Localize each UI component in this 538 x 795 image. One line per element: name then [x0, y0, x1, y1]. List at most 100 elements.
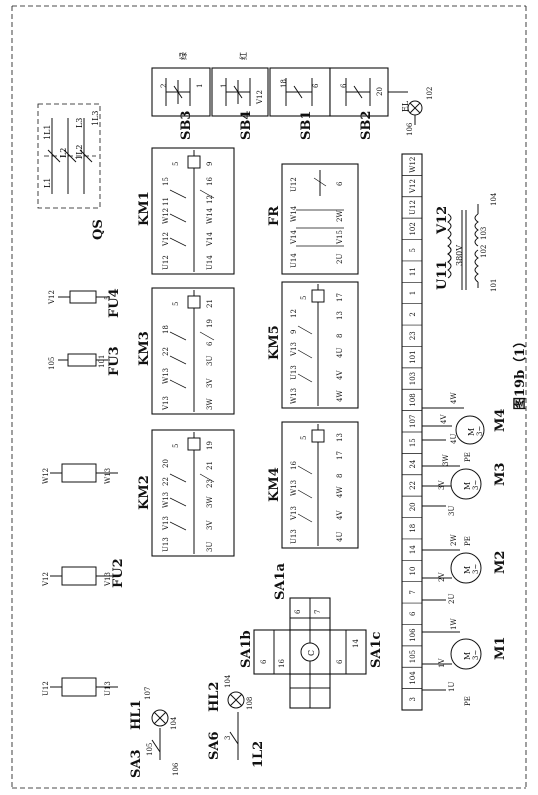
el-label: EL [401, 100, 410, 112]
sa6-num-b: 1L2 [251, 741, 266, 768]
fu4-label: FU4 [107, 288, 122, 318]
km1-b4: 16 [206, 177, 214, 186]
dashed-frame [11, 5, 527, 789]
terminal-13: 15 [409, 438, 417, 447]
terminal-25: 3 [409, 697, 417, 701]
km1-t4: 15 [162, 177, 170, 186]
m2-phase-1: 2V [438, 572, 446, 582]
terminal-20: 7 [409, 590, 417, 594]
motor-m1: M 3~ 1W 1V 1U PE M1 [422, 618, 508, 706]
terminal-6: 1 [409, 291, 417, 295]
hl2-num-a: 104 [224, 674, 232, 688]
m1-pe: PE [464, 696, 472, 706]
km3-block: V13 W13 22 18 5 3W 3V 3U 6 19 21 KM3 [137, 287, 235, 415]
m4-phase-2: 4U [450, 434, 458, 444]
fr-t3: U12 [290, 177, 298, 192]
fuse-u-a: U12 [42, 681, 50, 696]
fu2-a: V12 [42, 572, 50, 587]
fr-b3: 6 [336, 181, 344, 186]
km2-b3: 23 [206, 479, 214, 488]
fuse-w-a: W12 [42, 468, 50, 484]
qs-isolator: L1 L2 L3 1L1 1L2 1L3 QS [37, 103, 106, 240]
figure-caption: 图19b（1） [512, 335, 528, 410]
transformer-102: 102 [480, 245, 488, 258]
km5-t1: U13 [290, 365, 298, 380]
km4-b3: 8 [336, 474, 344, 478]
sa1-num-4: 6 [336, 659, 344, 664]
transformer-v12: V12 [435, 206, 450, 235]
terminal-19: 10 [409, 567, 417, 576]
km4-t4: 5 [300, 436, 308, 440]
terminal-5: 11 [409, 267, 417, 276]
fr-block: U14 V14 W14 U12 2U V15 2W 6 FR [267, 163, 359, 275]
sb1-label: SB1 [299, 111, 314, 140]
fuse-fu2: V12 V13 FU2 [42, 558, 126, 588]
sa1-num-1: 7 [314, 610, 322, 614]
selector-sa6: SA6 3 1L2 [207, 712, 266, 768]
km5-t2: V13 [290, 342, 298, 357]
km3-t2: 22 [162, 347, 170, 356]
terminal-21: 6 [409, 611, 417, 616]
sa1a-label: SA1a [273, 562, 288, 600]
m3-sub: 3~ [472, 480, 480, 490]
fu4-a: V12 [48, 290, 56, 305]
transformer-103: 103 [480, 227, 488, 240]
m2-phase-2: 2U [448, 594, 456, 604]
sa1-num-0: 6 [294, 609, 302, 614]
fu3-a: 105 [48, 357, 56, 370]
qs-1l1: 1L1 [43, 125, 52, 141]
fr-b2: 2W [336, 210, 344, 222]
m2-label: M2 [493, 551, 508, 574]
fuse-u: U12 U13 [42, 677, 118, 697]
km4-label: KM4 [267, 467, 282, 502]
hl2-label: HL2 [207, 682, 222, 712]
m4-phase-1: 4V [440, 414, 448, 424]
fr-t2: W14 [290, 205, 298, 222]
km4-b4: 17 [336, 451, 344, 460]
sb2-num-a: 6 [340, 83, 348, 88]
transformer-101: 101 [490, 279, 498, 292]
km2-block: U13 V13 W13 22 20 5 3U 3V 3W 23 21 19 KM… [137, 429, 235, 557]
qs-1l2: 1L2 [75, 145, 84, 161]
km3-b4: 19 [206, 319, 214, 328]
km2-t4: 20 [162, 459, 170, 468]
terminal-11: 108 [409, 393, 417, 406]
sa1-num-5: 16 [278, 659, 286, 668]
motor-m3: M 3~ 3W 3V 3U PE M3 [422, 452, 508, 516]
km3-b3: 6 [206, 341, 214, 346]
km1-t1: V12 [162, 232, 170, 247]
km5-t3: 9 [290, 330, 298, 334]
km3-b5: 21 [206, 299, 214, 308]
qs-l1: L1 [43, 178, 52, 188]
terminal-16: 20 [409, 502, 417, 511]
m3-label: M3 [493, 463, 508, 486]
el-num-b: 102 [426, 87, 434, 100]
sa6-num-a: 3 [224, 736, 232, 740]
km2-t0: U13 [162, 537, 170, 552]
transformer: V12 U11 380V 104 102 103 101 [435, 192, 498, 292]
sa3-num-a: 105 [146, 743, 154, 756]
sb2-contact [345, 78, 371, 106]
km5-t4: 12 [290, 309, 298, 318]
km5-b0: 4W [336, 390, 344, 402]
sa1b-label: SA1b [239, 630, 254, 668]
km2-t1: V13 [162, 516, 170, 531]
km2-t5: 5 [172, 444, 180, 448]
sb3-label: SB3 [179, 111, 194, 140]
fr-t0: U14 [290, 253, 298, 268]
terminal-3: 102 [409, 222, 417, 235]
fr-b0: 2U [336, 254, 344, 264]
km3-b1: 3V [206, 378, 214, 388]
m3-pe: PE [464, 452, 472, 462]
m4-phase-0: 4W [450, 392, 458, 404]
km5-b2: 4U [336, 348, 344, 358]
km2-t3: 22 [162, 477, 170, 486]
motor-m2: M 3~ 2W 2V 2U PE M2 [422, 534, 508, 604]
km1-t0: U12 [162, 255, 170, 270]
m2-pe: PE [464, 536, 472, 546]
fu2-b: V13 [104, 572, 112, 587]
fu2-label: FU2 [111, 558, 126, 588]
sa1-center: C [307, 650, 316, 656]
m1-phase-2: 1U [448, 682, 456, 692]
sb4-label: SB4 [239, 111, 254, 140]
